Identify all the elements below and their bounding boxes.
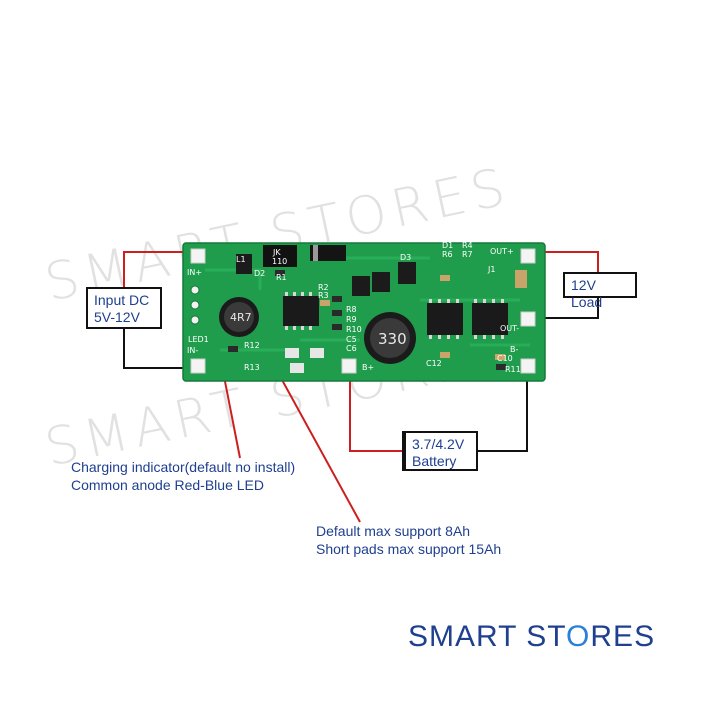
capacitor (495, 354, 505, 360)
pad-b-plus (341, 358, 357, 374)
silk-led: LED1 (188, 335, 209, 344)
wire-input-positive (123, 251, 202, 288)
jk-component (263, 245, 297, 267)
silk-ref: R13 (244, 363, 260, 372)
wire-load-positive (535, 251, 599, 272)
charging-note-line1: Charging indicator(default no install) (71, 459, 296, 475)
diode (310, 245, 346, 261)
logo-part: SMART ST (408, 620, 567, 653)
pcb-board: IN+ IN- LED1 OUT+ OUT- B+ B- D1 R4 R6 R7… (182, 241, 546, 382)
capacity-note: Default max support 8Ah Short pads max s… (316, 522, 501, 558)
pad-out-plus (520, 248, 536, 264)
capacitor (515, 270, 527, 288)
silk-ref: R1 (276, 273, 287, 282)
brand-logo: SMART STORES (408, 620, 655, 654)
shorting-pad (285, 348, 299, 358)
capacitor (440, 275, 450, 281)
pad-in-plus (190, 248, 206, 264)
silk-ref: C6 (346, 344, 357, 353)
silk-ref: R12 (244, 341, 260, 350)
silk-ref: C12 (426, 359, 442, 368)
silk-b-plus: B+ (362, 363, 374, 372)
transistor (398, 262, 416, 284)
load-text: 12V Load (571, 277, 603, 310)
charging-note-line2: Common anode Red-Blue LED (71, 477, 264, 493)
load-label: 12V Load (563, 272, 637, 310)
silk-b-minus: B- (510, 345, 518, 354)
jk-code: 110 (272, 257, 287, 266)
led-hole (190, 315, 200, 325)
logo-part: RES (590, 620, 656, 653)
silk-ref: R7 (462, 250, 473, 259)
silk-ref: C5 (346, 335, 357, 344)
logo-o: O (566, 620, 591, 653)
resistor (275, 270, 285, 276)
pad-in-minus (190, 358, 206, 374)
silk-ref: R3 (318, 291, 329, 300)
charging-indicator-note: Charging indicator(default no install) C… (71, 458, 295, 494)
silk-ref: R2 (318, 283, 329, 292)
pad-b-minus (520, 358, 536, 374)
silk-out-minus: OUT- (500, 324, 519, 333)
transistor (236, 254, 252, 274)
shorting-pad (310, 348, 324, 358)
pad-out-minus (520, 311, 536, 327)
silk-ref: R10 (346, 325, 362, 334)
silk-ref: R11 (505, 365, 521, 374)
silk-ref: R9 (346, 315, 357, 324)
input-dc-line1: Input DC (94, 292, 150, 308)
silk-out-plus: OUT+ (490, 247, 514, 256)
capacitor (440, 352, 450, 358)
inductor-label: 4R7 (230, 311, 252, 324)
resistor (332, 296, 342, 302)
silk-in-minus: IN- (187, 346, 198, 355)
silk-ref: R4 (462, 241, 473, 250)
transistor (352, 276, 370, 296)
battery-line2: Battery (412, 453, 457, 469)
silk-ref: J1 (487, 265, 495, 274)
silk-ref: C10 (497, 354, 513, 363)
resistor (332, 310, 342, 316)
silk-ref: D3 (400, 253, 411, 262)
input-dc-label: Input DC 5V-12V (86, 287, 162, 329)
wire-battery-positive (349, 372, 402, 452)
battery-line1: 3.7/4.2V (412, 436, 465, 452)
wire-load-negative (535, 298, 599, 319)
ic-chip (283, 296, 319, 326)
battery-label: 3.7/4.2V Battery (402, 431, 478, 471)
wire-battery-negative (478, 372, 528, 452)
led-hole (190, 300, 200, 310)
capacity-note-line2: Short pads max support 15Ah (316, 541, 502, 557)
capacity-note-line1: Default max support 8Ah (316, 523, 471, 539)
silk-ref: D1 (442, 241, 453, 250)
resistor (228, 346, 238, 352)
silk-ref: R8 (346, 305, 357, 314)
inductor-label: 330 (378, 330, 407, 348)
transistor (372, 272, 390, 292)
led-hole (190, 285, 200, 295)
silk-ref: R6 (442, 250, 453, 259)
ic-chip (427, 303, 463, 335)
shorting-pad (290, 363, 304, 373)
input-dc-line2: 5V-12V (94, 309, 140, 325)
wire-input-negative (123, 328, 202, 369)
capacitor (320, 300, 330, 306)
silk-ref: L1 (236, 255, 246, 264)
silk-in-plus: IN+ (187, 268, 202, 277)
jk-label: JK (272, 248, 281, 257)
pointer-line-pads (269, 357, 361, 523)
silk-ref: D2 (254, 269, 265, 278)
resistor (332, 324, 342, 330)
ic-chip (472, 303, 508, 335)
resistor (496, 364, 506, 370)
